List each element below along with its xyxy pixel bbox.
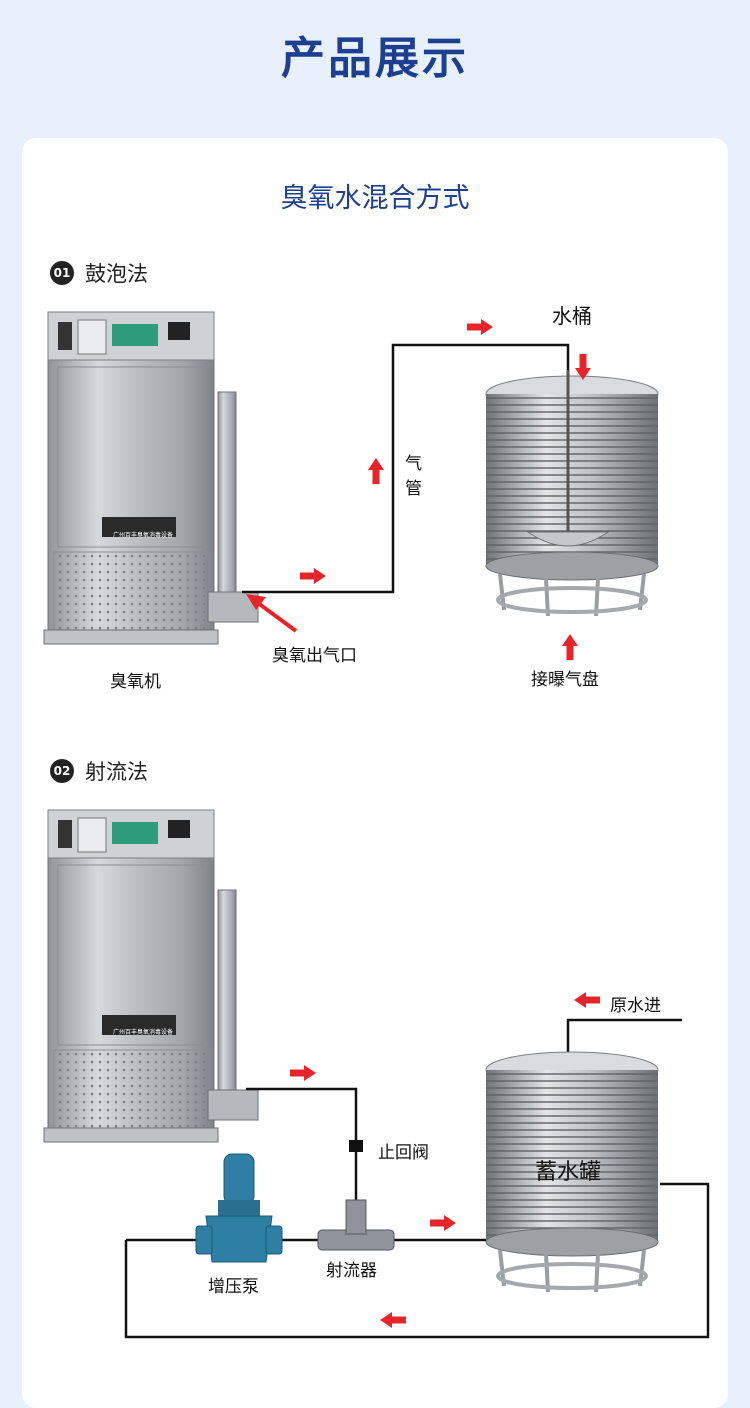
raw-water-pipe — [566, 1018, 682, 1062]
label-raw-water-in: 原水进 — [610, 996, 661, 1016]
outlet-pointer-arrow — [246, 594, 298, 633]
section-title: 鼓泡法 — [85, 262, 148, 286]
booster-pump — [195, 1153, 283, 1263]
diagram-subtitle: 臭氧水混合方式 — [280, 183, 470, 214]
section-title: 射流法 — [85, 760, 148, 784]
label-water-bucket: 水桶 — [552, 304, 592, 328]
label-tube-2: 管 — [405, 479, 422, 499]
label-ozone-outlet: 臭氧出气口 — [272, 646, 357, 666]
flow-arrow-right — [290, 1065, 316, 1081]
page-title: 产品展示 — [281, 33, 469, 84]
return-loop-pipe — [124, 1182, 710, 1339]
section-header-jet: 02 射流法 — [50, 756, 148, 786]
flow-arrow-up — [562, 634, 578, 660]
flow-arrow-up — [368, 458, 384, 484]
label-booster-pump: 增压泵 — [208, 1277, 259, 1297]
ozone-machine-1 — [43, 311, 259, 645]
flow-arrow-left — [380, 1312, 406, 1328]
water-bucket — [484, 374, 660, 618]
section-number-badge: 01 — [50, 261, 74, 285]
check-valve — [349, 1140, 363, 1152]
flow-arrow-left — [574, 992, 600, 1008]
flow-arrow-right — [430, 1215, 456, 1231]
section-header-bubbling: 01 鼓泡法 — [50, 258, 148, 288]
label-ozone-machine: 臭氧机 — [110, 672, 161, 692]
machine-nameplate: 广州百丰臭氧消毒设备 — [113, 1028, 173, 1036]
label-aeration-disc: 接曝气盘 — [531, 670, 599, 690]
ozone-machine-2 — [43, 809, 259, 1143]
label-tube-1: 气 — [405, 454, 422, 474]
section-number-badge: 02 — [50, 759, 74, 783]
flow-arrow-right — [467, 319, 493, 335]
label-ejector: 射流器 — [326, 1261, 377, 1281]
flow-arrow-right — [300, 568, 326, 584]
ejector — [317, 1199, 395, 1251]
aeration-disc — [526, 531, 610, 547]
machine-nameplate: 广州百丰臭氧消毒设备 — [113, 531, 173, 539]
ozone-line — [246, 1087, 358, 1215]
air-pipe — [242, 343, 570, 594]
label-storage-tank: 蓄水罐 — [535, 1160, 602, 1185]
label-check-valve: 止回阀 — [378, 1143, 429, 1163]
